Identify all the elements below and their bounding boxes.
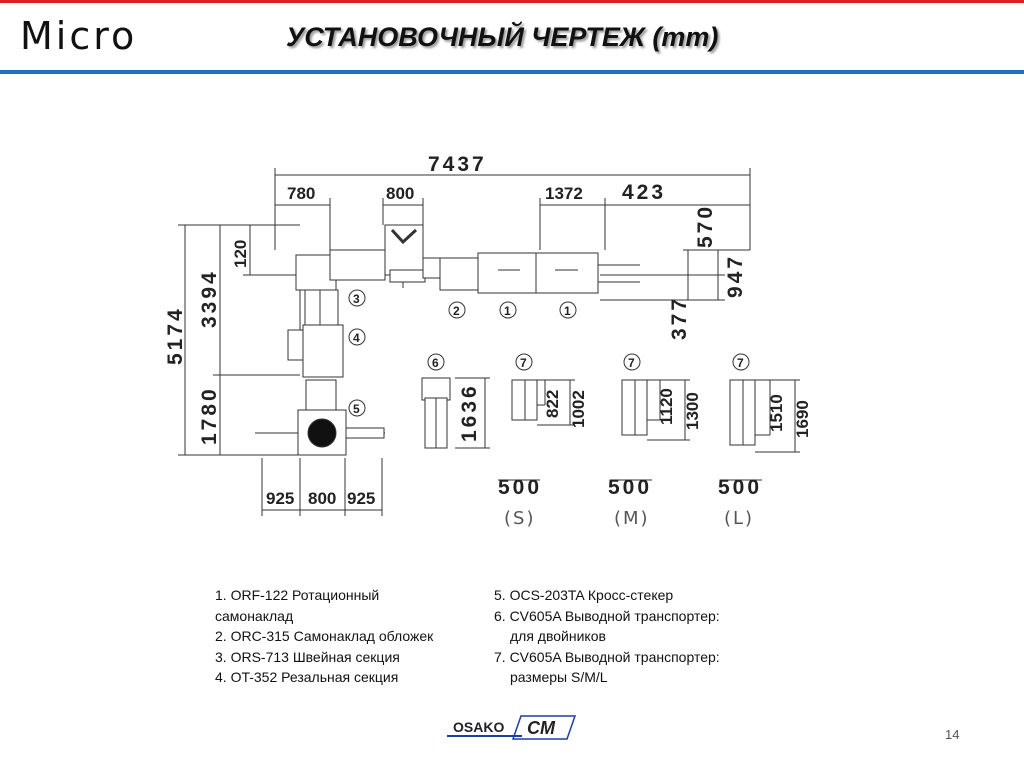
osako-logo: OSAKO CM xyxy=(447,715,577,740)
dim-1690: 1690 xyxy=(793,400,812,438)
dim-780: 780 xyxy=(287,184,315,203)
dim-1002: 1002 xyxy=(569,390,588,428)
legend-item: 2. ORC-315 Самонаклад обложек xyxy=(215,628,434,644)
dim-1300: 1300 xyxy=(683,392,702,430)
marker-3: 3 xyxy=(353,292,360,306)
legend-left: 1. ORF-122 Ротационный самонаклад 2. ORC… xyxy=(215,585,485,688)
dim-947: 947 xyxy=(724,254,747,298)
dim-423: 423 xyxy=(622,181,666,204)
page-title: УСТАНОВОЧНЫЙ ЧЕРТЕЖ (mm) xyxy=(286,22,719,52)
dim-822: 822 xyxy=(543,390,562,418)
dim-377: 377 xyxy=(668,296,691,340)
dim-1510: 1510 xyxy=(767,394,786,432)
dim-1120: 1120 xyxy=(657,388,676,425)
legend-item: 5. OCS-203TA Кросс-стекер xyxy=(494,587,674,603)
legend-item: размеры S/M/L xyxy=(510,669,608,685)
dim-570: 570 xyxy=(694,204,717,248)
legend-item: 7. CV605A Выводной транспортер: xyxy=(494,648,720,665)
dim-3394: 3394 xyxy=(198,269,221,328)
top-red-bar xyxy=(0,0,1024,3)
logo-mark: CM xyxy=(527,718,556,738)
legend-item: 4. OT-352 Резальная секция xyxy=(215,669,399,685)
page-number: 14 xyxy=(945,727,960,742)
legend-right: 5. OCS-203TA Кросс-стекер 6. CV605A Выво… xyxy=(494,585,794,688)
legend-item: для двойников xyxy=(510,628,606,644)
dim-1780: 1780 xyxy=(198,386,221,445)
marker-1b: 1 xyxy=(564,304,571,318)
marker-2: 2 xyxy=(453,304,460,318)
size-label-s: (S) xyxy=(504,508,535,529)
size-label-l: (L) xyxy=(724,508,754,529)
dim-120: 120 xyxy=(231,240,250,268)
marker-7-s: 7 xyxy=(520,356,527,370)
dim-500-l: 500 xyxy=(718,476,762,499)
header-rule xyxy=(0,70,1024,74)
dim-1636: 1636 xyxy=(458,383,481,442)
marker-7-m: 7 xyxy=(628,356,635,370)
brand-name: Micro xyxy=(20,14,138,58)
marker-5: 5 xyxy=(353,402,360,416)
legend-item: 6. CV605A Выводной транспортер: xyxy=(494,607,720,624)
size-label-m: (M) xyxy=(614,508,650,529)
marker-1a: 1 xyxy=(504,304,511,318)
installation-drawing: 7437 780 800 1372 423 120 3394 5174 1780… xyxy=(164,153,812,529)
dim-800-bottom: 800 xyxy=(308,489,336,508)
dim-overall: 7437 xyxy=(428,153,487,176)
logo-text: OSAKO xyxy=(453,719,504,735)
marker-6: 6 xyxy=(432,356,439,370)
marker-7-l: 7 xyxy=(737,356,744,370)
dim-5174: 5174 xyxy=(164,306,187,365)
marker-4: 4 xyxy=(353,331,360,345)
dim-800: 800 xyxy=(386,184,414,203)
dim-500-s: 500 xyxy=(498,476,542,499)
dim-925-left: 925 xyxy=(266,489,294,508)
dim-925-right: 925 xyxy=(347,489,375,508)
legend-item: 3. ORS-713 Швейная секция xyxy=(215,648,400,665)
legend-item: 1. ORF-122 Ротационный xyxy=(215,587,380,603)
dim-1372: 1372 xyxy=(545,184,583,203)
legend-item: самонаклад xyxy=(215,607,294,624)
dim-500-m: 500 xyxy=(608,476,652,499)
